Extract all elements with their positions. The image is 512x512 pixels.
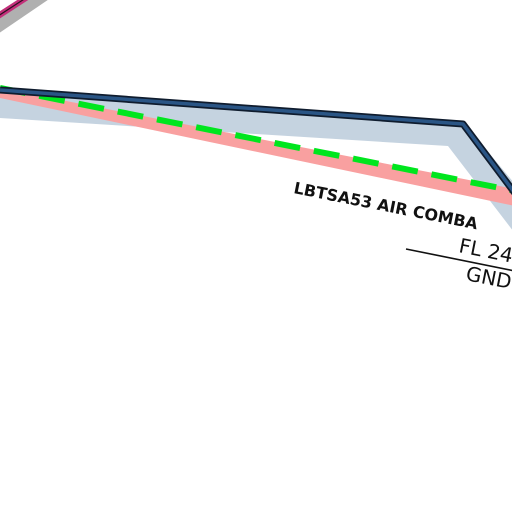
airspace-boundary-line-fill (0, 88, 512, 193)
magenta-edge-outline (0, 0, 24, 16)
gray-edge-band (0, 0, 48, 33)
danger-area-band (0, 88, 512, 206)
corner-airspace-edges (0, 0, 48, 33)
limit-separator-line (405, 248, 512, 272)
route-dashed-line (0, 85, 512, 194)
